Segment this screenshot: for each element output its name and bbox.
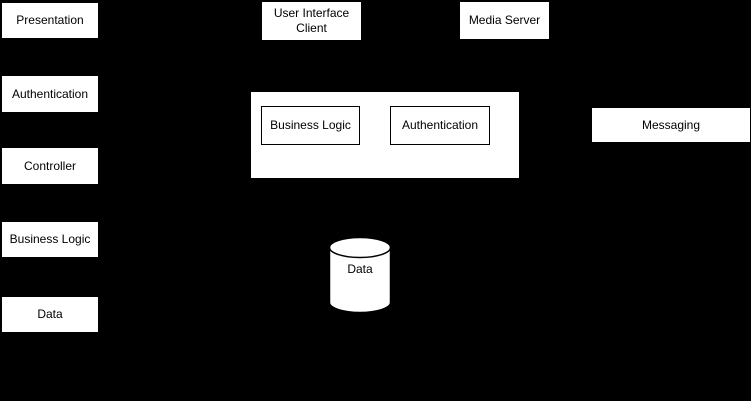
database-cylinder-label: Data — [347, 262, 373, 276]
node-media-server[interactable]: Media Server — [459, 1, 550, 40]
node-business-logic-inner[interactable]: Business Logic — [261, 106, 360, 145]
node-user-interface-client[interactable]: User Interface Client — [261, 1, 362, 41]
node-authentication-inner-label: Authentication — [401, 118, 479, 132]
node-user-interface-client-label: User Interface Client — [273, 6, 350, 35]
node-messaging[interactable]: Messaging — [591, 107, 751, 143]
node-media-server-label: Media Server — [468, 13, 541, 27]
database-cylinder-icon — [328, 236, 392, 314]
node-business-logic-inner-label: Business Logic — [270, 118, 351, 132]
node-business-logic-left[interactable]: Business Logic — [1, 221, 99, 258]
node-data-left[interactable]: Data — [1, 296, 99, 333]
node-presentation-label: Presentation — [16, 13, 84, 27]
node-authentication-left[interactable]: Authentication — [1, 75, 99, 113]
node-data-left-label: Data — [37, 307, 63, 321]
node-controller[interactable]: Controller — [1, 147, 99, 185]
node-authentication-left-label: Authentication — [11, 86, 89, 101]
database-cylinder-data[interactable]: Data — [328, 236, 392, 314]
node-controller-label: Controller — [23, 158, 77, 173]
node-authentication-inner[interactable]: Authentication — [390, 106, 490, 145]
node-business-logic-left-label: Business Logic — [9, 232, 91, 246]
node-presentation[interactable]: Presentation — [1, 2, 99, 39]
node-messaging-label: Messaging — [641, 117, 701, 132]
